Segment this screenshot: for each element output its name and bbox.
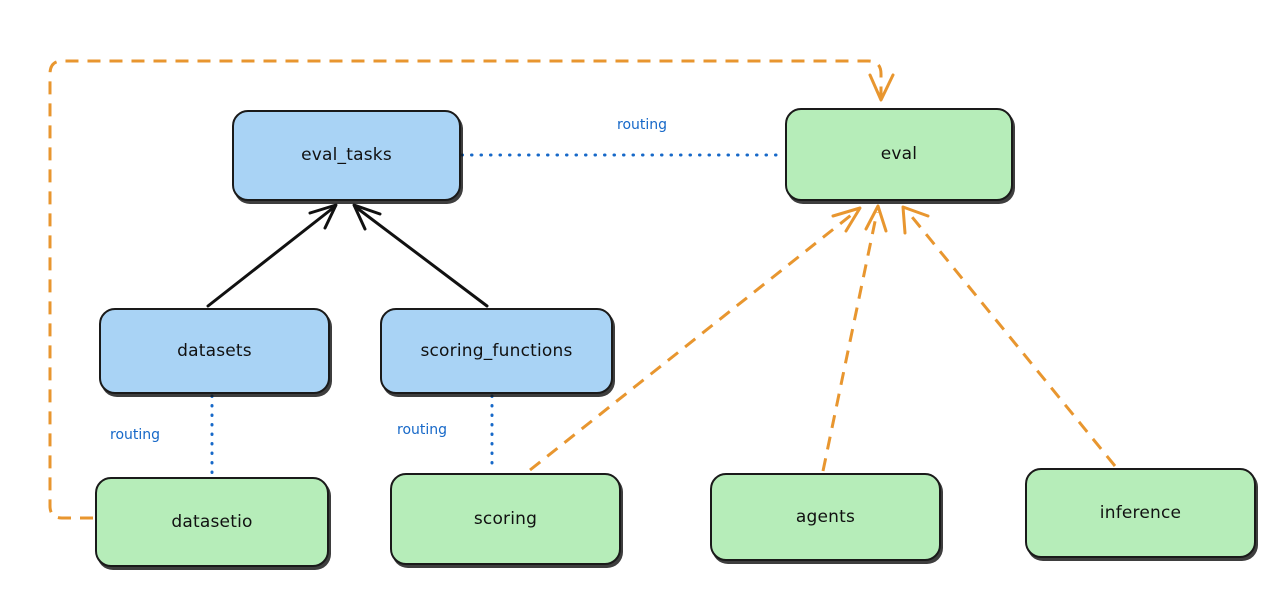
dependency-edge-datasets-to-eval-tasks [206,206,335,308]
arrowhead-datasets-to-eval-tasks [308,203,338,230]
provider-edge-agents-to-eval [821,211,879,472]
node-eval[interactable]: eval [785,108,1013,201]
arrowhead-datasetio-to-eval [868,73,895,102]
node-agents[interactable]: agents [710,473,941,561]
node-datasets[interactable]: datasets [99,308,330,394]
edge-label-routing-eval: routing [617,117,668,133]
provider-edge-datasetio-to-eval [48,59,883,520]
node-scoring-functions[interactable]: scoring_functions [380,308,613,394]
node-eval-tasks[interactable]: eval_tasks [232,110,461,201]
arrowhead-inference-to-eval [901,205,930,235]
node-scoring[interactable]: scoring [390,473,621,565]
dependency-edge-scoring-functions-to-eval-tasks [355,206,489,308]
edge-label-routing-datasetio: routing [110,427,161,443]
node-datasetio[interactable]: datasetio [95,477,329,567]
arrowhead-scoring-functions-to-eval-tasks [352,203,382,231]
edge-label-routing-scoring: routing [397,422,448,438]
arrowhead-agents-to-eval [864,204,888,233]
arrowhead-scoring-to-eval [831,206,862,233]
provider-edge-inference-to-eval [906,211,1117,467]
provider-edge-scoring-to-eval [529,210,856,472]
node-inference[interactable]: inference [1025,468,1256,558]
